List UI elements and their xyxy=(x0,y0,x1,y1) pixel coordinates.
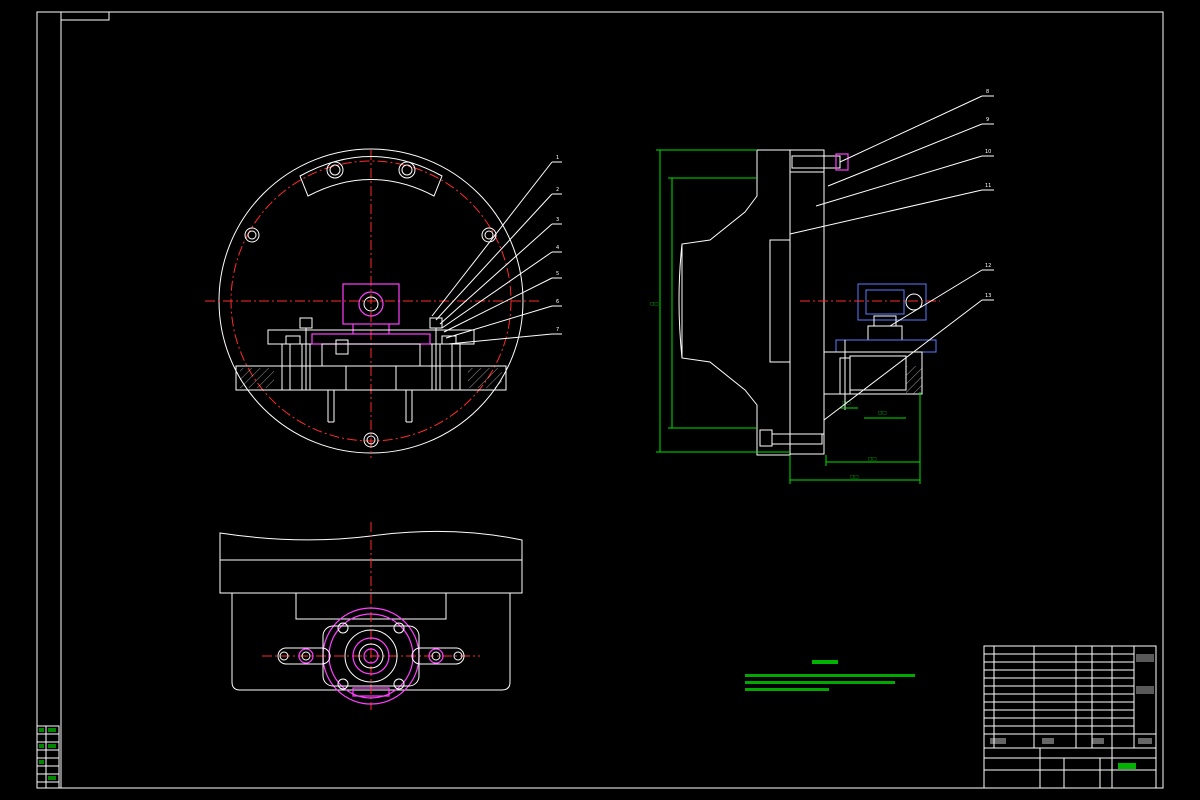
title-block xyxy=(983,645,1157,789)
side-section-view xyxy=(678,149,940,456)
callout-10: 10 xyxy=(985,149,991,155)
top-view xyxy=(219,522,523,710)
callout-11: 11 xyxy=(985,183,991,189)
side-view-callouts: 8 9 10 11 12 13 xyxy=(789,89,994,421)
callout-9: 9 xyxy=(986,117,989,123)
front-view-callouts: 1 2 3 4 5 6 7 xyxy=(431,155,562,345)
callout-13: 13 xyxy=(985,293,991,299)
callout-6: 6 xyxy=(556,299,559,305)
callout-3: 3 xyxy=(556,217,559,223)
technical-notes xyxy=(745,660,915,691)
callout-4: 4 xyxy=(556,245,559,251)
callout-12: 12 xyxy=(985,263,991,269)
callout-2: 2 xyxy=(556,187,559,193)
callout-5: 5 xyxy=(556,271,559,277)
callout-8: 8 xyxy=(986,89,989,95)
svg-text:□□: □□ xyxy=(850,475,859,480)
binding-margin-block xyxy=(36,725,60,789)
drawing-frame xyxy=(36,11,1164,789)
svg-text:□□: □□ xyxy=(650,302,659,307)
svg-text:□□: □□ xyxy=(868,457,877,462)
svg-text:□□: □□ xyxy=(878,411,887,416)
front-view xyxy=(205,148,540,458)
callout-7: 7 xyxy=(556,327,559,333)
callout-1: 1 xyxy=(556,155,559,161)
